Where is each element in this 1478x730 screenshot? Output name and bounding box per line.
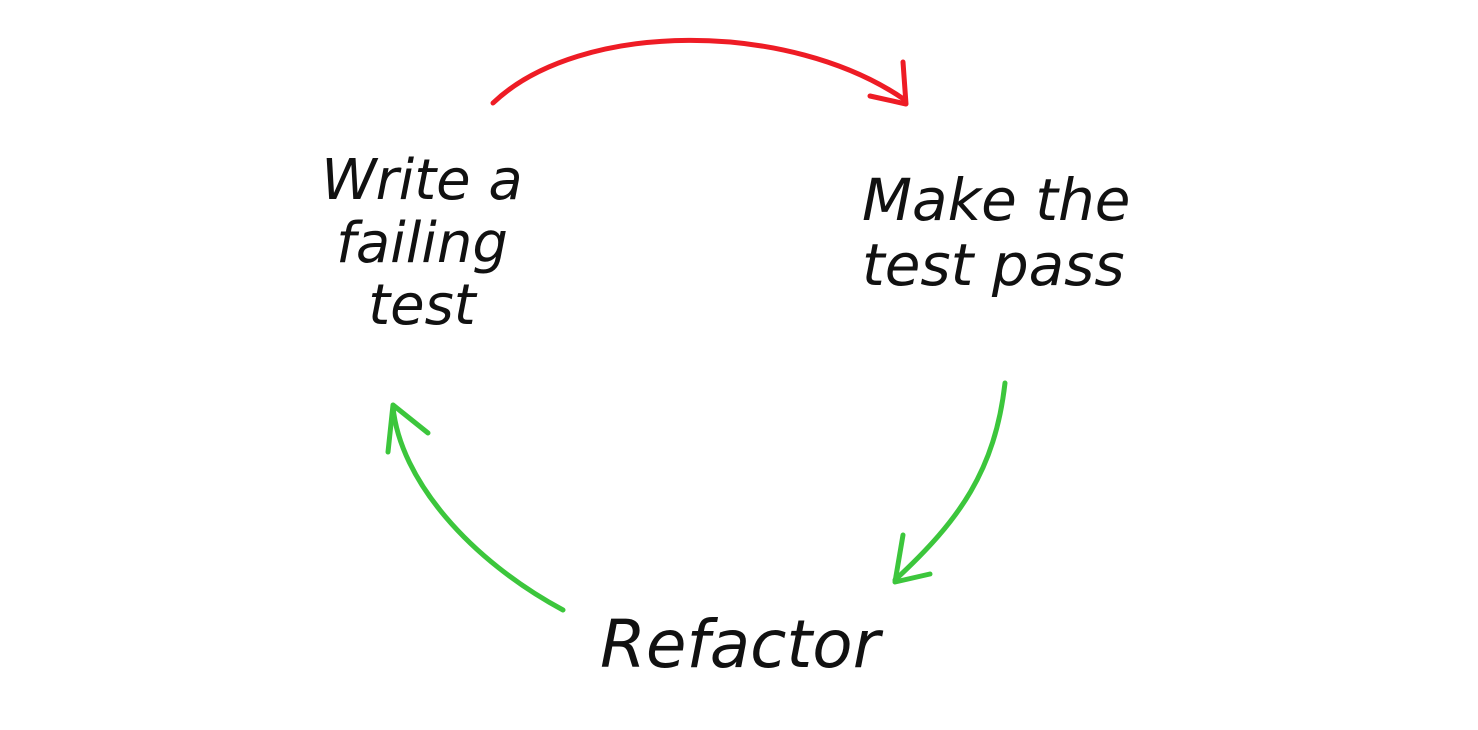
step-write-failing-test: Write a failing test <box>292 148 552 339</box>
arrow-red-fail-to-pass <box>490 37 909 107</box>
arrow-green-head-right <box>892 532 933 585</box>
step-write-line-3: test <box>368 273 476 339</box>
arrow-green-shaft-left <box>390 404 566 613</box>
step-refactor: Refactor <box>600 606 880 683</box>
arrow-green-pass-to-refactor <box>892 380 1008 585</box>
step-write-line-2: failing <box>336 210 508 276</box>
arrow-green-refactor-to-fail <box>385 402 566 613</box>
step-make-line-1: Make the <box>862 166 1131 234</box>
step-make-test-pass: Make the test pass <box>862 168 1192 298</box>
arrow-green-head-left <box>385 402 431 455</box>
arrow-red-head <box>867 59 909 107</box>
step-make-line-2: test pass <box>862 230 1125 299</box>
arrow-red-shaft <box>490 37 908 106</box>
arrow-green-shaft-right <box>892 380 1008 583</box>
step-write-line-1: Write a <box>321 148 523 213</box>
